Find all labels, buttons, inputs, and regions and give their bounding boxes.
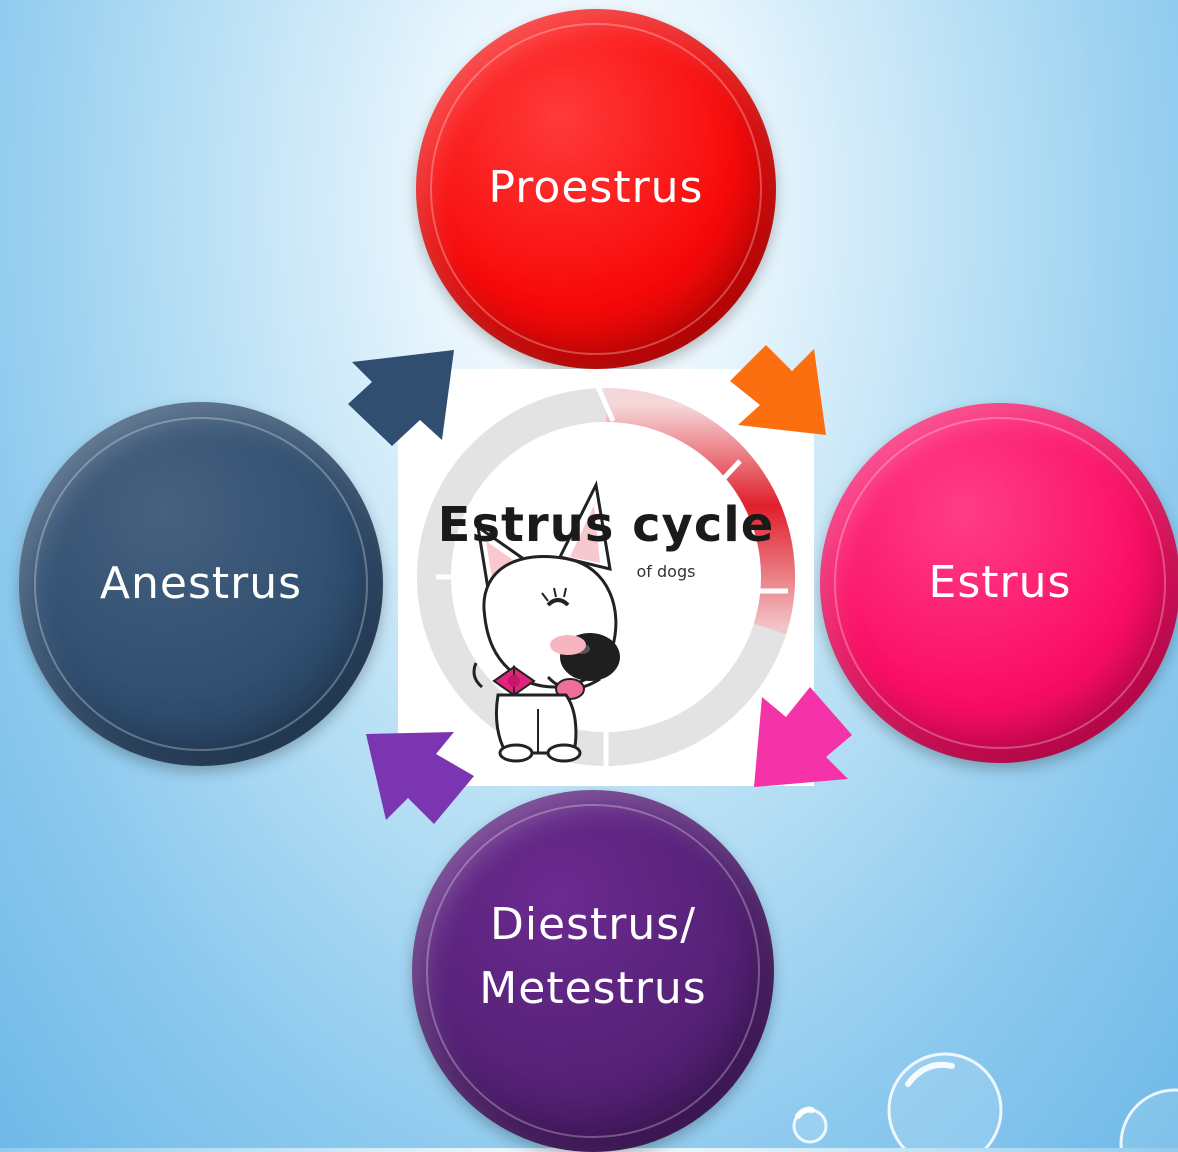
stage-estrus-circle: Estrus xyxy=(820,403,1178,763)
arrow-anestrus-to-proestrus xyxy=(344,348,458,448)
arrow-estrus-to-diestrus xyxy=(748,687,858,795)
stage-diestrus-circle: Diestrus/ Metestrus xyxy=(412,790,774,1152)
stage-anestrus-label: Anestrus xyxy=(100,552,302,616)
stage-anestrus-circle: Anestrus xyxy=(19,402,383,766)
stage-proestrus-circle: Proestrus xyxy=(416,9,776,369)
arrow-proestrus-to-estrus xyxy=(730,333,842,441)
arrow-diestrus-to-anestrus xyxy=(362,724,476,830)
stage-diestrus-label: Diestrus/ Metestrus xyxy=(479,893,706,1021)
center-subtitle: of dogs xyxy=(637,562,696,581)
stage-estrus-label: Estrus xyxy=(929,551,1072,615)
center-title: Estrus cycle xyxy=(438,497,775,553)
decorative-bubbles xyxy=(790,1020,1178,1148)
stage-proestrus-label: Proestrus xyxy=(489,156,704,220)
